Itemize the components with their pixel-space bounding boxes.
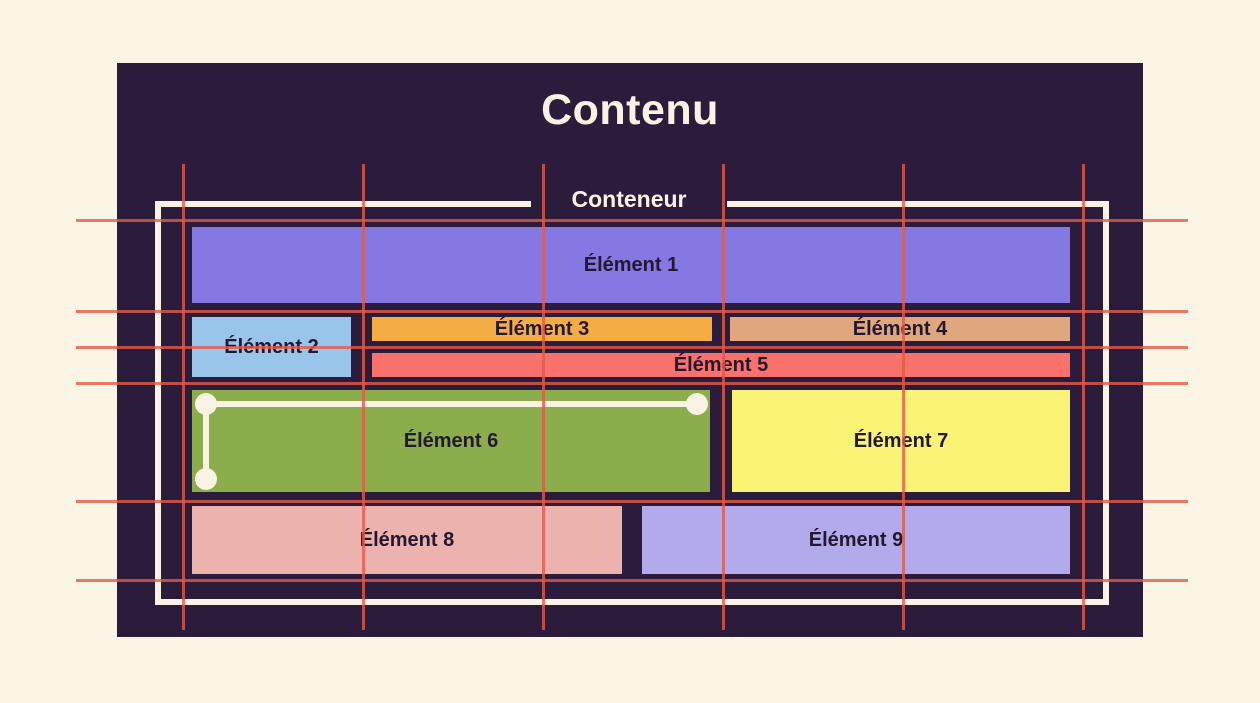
grid-line-vertical: [722, 164, 725, 630]
measure-handle-top-left: [195, 393, 217, 415]
element-6: Élément 6: [192, 390, 710, 492]
element-3-label: Élément 3: [494, 317, 590, 340]
element-4-label: Élément 4: [852, 317, 948, 340]
element-6-label: Élément 6: [403, 429, 499, 452]
grid-line-vertical: [182, 164, 185, 630]
grid-line-horizontal: [76, 346, 1188, 349]
element-8-label: Élément 8: [359, 528, 455, 551]
container-label: Conteneur: [531, 182, 727, 216]
grid-line-vertical: [542, 164, 545, 630]
element-5-label: Élément 5: [673, 353, 769, 376]
grid-line-horizontal: [76, 382, 1188, 385]
grid-line-horizontal: [76, 219, 1188, 222]
element-9-label: Élément 9: [808, 528, 904, 551]
element-5: Élément 5: [372, 353, 1070, 377]
measure-handle-top-right: [686, 393, 708, 415]
page-title: Contenu: [541, 86, 719, 134]
element-7-label: Élément 7: [853, 429, 949, 452]
grid-line-vertical: [362, 164, 365, 630]
element-9: Élément 9: [642, 506, 1070, 574]
element-1: Élément 1: [192, 227, 1070, 303]
grid-line-horizontal: [76, 500, 1188, 503]
measure-line-horizontal: [206, 401, 697, 407]
grid-line-horizontal: [76, 310, 1188, 313]
measure-line-vertical: [203, 404, 209, 479]
element-4: Élément 4: [730, 317, 1070, 341]
element-7: Élément 7: [732, 390, 1070, 492]
grid-line-vertical: [902, 164, 905, 630]
grid-line-horizontal: [76, 579, 1188, 582]
element-8: Élément 8: [192, 506, 622, 574]
measure-handle-bottom-left: [195, 468, 217, 490]
grid-line-vertical: [1082, 164, 1085, 630]
element-1-label: Élément 1: [583, 253, 679, 276]
